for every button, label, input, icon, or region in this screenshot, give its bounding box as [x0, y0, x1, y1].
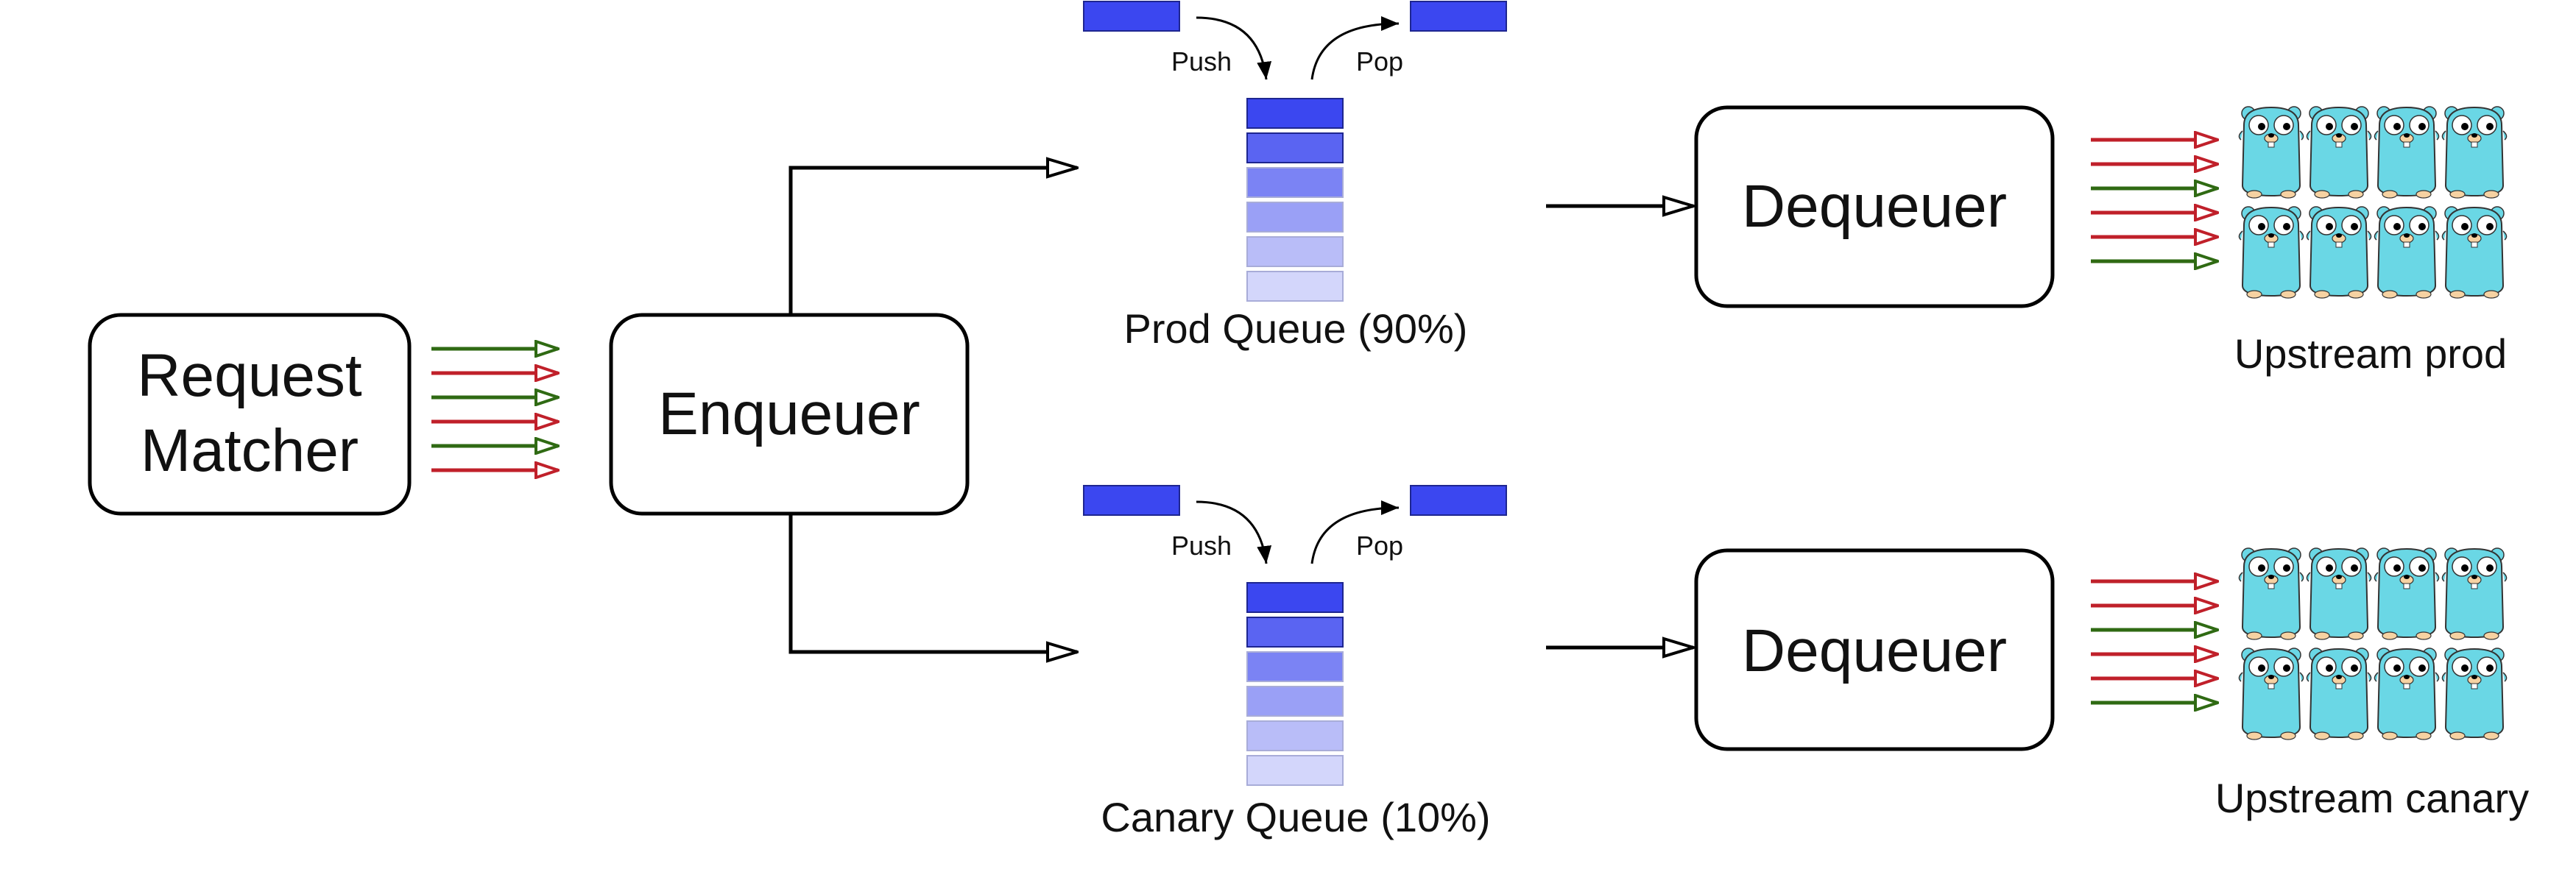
prod-queue-slot [1246, 202, 1344, 233]
gopher-mascot-icon [2441, 547, 2508, 640]
gopher-mascot-icon [2441, 206, 2508, 299]
prod-queue-label: Prod Queue (90%) [1124, 305, 1468, 352]
upstream-prod-gophers [2238, 106, 2508, 299]
gopher-mascot-icon [2306, 547, 2372, 640]
dequeuer-prod-node: Dequeuer [1694, 105, 2055, 308]
request-matcher-label-line1: Request [137, 342, 362, 409]
canary-queue-label: Canary Queue (10%) [1101, 794, 1490, 840]
canary-outgoing-arrows [2091, 581, 2217, 703]
canary-queue: Push Pop Canary Queue (10%) [1083, 485, 1507, 840]
gopher-mascot-icon [2306, 648, 2372, 740]
canary-queue-slot [1246, 582, 1344, 613]
canary-queue-slot [1246, 686, 1344, 717]
request-matcher-label-line2: Matcher [141, 417, 359, 484]
incoming-request-arrows [431, 349, 558, 470]
gopher-mascot-icon [2238, 648, 2304, 740]
canary-push-item [1083, 485, 1180, 516]
enqueuer-label: Enqueuer [658, 380, 920, 447]
prod-queue-slot [1246, 98, 1344, 129]
prod-queue: Push Pop Prod Queue (90%) [1083, 1, 1507, 352]
dequeuer-prod-label: Dequeuer [1742, 173, 2007, 240]
upstream-canary-label: Upstream canary [2215, 775, 2529, 821]
upstream-prod-label: Upstream prod [2234, 330, 2507, 377]
prod-queue-slot [1246, 167, 1344, 198]
gopher-mascot-icon [2374, 106, 2440, 199]
prod-queue-slot [1246, 132, 1344, 163]
canary-pop-label: Pop [1356, 531, 1403, 561]
gopher-mascot-icon [2374, 648, 2440, 740]
gopher-mascot-icon [2238, 106, 2304, 199]
gopher-mascot-icon [2238, 547, 2304, 640]
upstream-canary-gophers [2238, 547, 2508, 740]
prod-pop-arrow [1310, 16, 1400, 80]
gopher-mascot-icon [2374, 547, 2440, 640]
gopher-mascot-icon [2306, 206, 2372, 299]
enqueuer-node: Enqueuer [609, 313, 970, 516]
prod-push-item [1083, 1, 1180, 32]
prod-outgoing-arrows [2091, 140, 2217, 261]
canary-queue-slot [1246, 651, 1344, 682]
gopher-mascot-icon [2374, 206, 2440, 299]
prod-queue-slot [1246, 271, 1344, 302]
canary-queue-slots [1246, 582, 1344, 786]
prod-queue-slots [1246, 98, 1344, 302]
dequeuer-canary-node: Dequeuer [1694, 548, 2055, 751]
gopher-mascot-icon [2238, 206, 2304, 299]
enqueuer-to-canary-queue-arrow [788, 514, 1077, 652]
canary-push-arrow [1196, 500, 1272, 564]
canary-queue-slot [1246, 755, 1344, 786]
canary-queue-slot [1246, 720, 1344, 751]
dequeuer-canary-label: Dequeuer [1742, 617, 2007, 684]
enqueuer-to-prod-queue-arrow [788, 168, 1077, 315]
canary-pop-item [1410, 485, 1507, 516]
prod-pop-item [1410, 1, 1507, 32]
prod-pop-label: Pop [1356, 46, 1403, 77]
canary-queue-slot [1246, 617, 1344, 648]
gopher-mascot-icon [2441, 648, 2508, 740]
prod-queue-slot [1246, 236, 1344, 267]
prod-push-label: Push [1171, 46, 1232, 77]
gopher-mascot-icon [2441, 106, 2508, 199]
prod-push-arrow [1196, 16, 1272, 80]
gopher-mascot-icon [2306, 106, 2372, 199]
canary-pop-arrow [1310, 500, 1400, 564]
canary-push-label: Push [1171, 531, 1232, 561]
request-matcher-node: Request Matcher [88, 313, 412, 516]
